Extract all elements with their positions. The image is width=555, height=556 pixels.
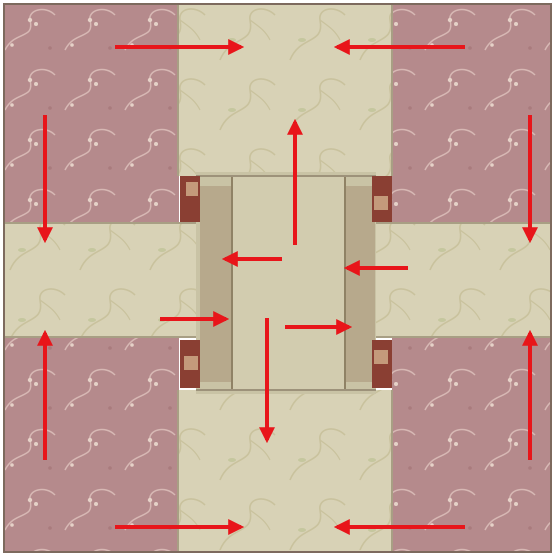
pink-square-bottom-left (4, 337, 179, 552)
cream-strip-top (178, 4, 392, 176)
center-seam-intersection (180, 172, 392, 394)
cream-strip-right (370, 223, 551, 337)
pink-square-top-right (392, 4, 551, 223)
pink-square-bottom-right (392, 337, 551, 552)
pink-square-top-left (4, 4, 179, 223)
